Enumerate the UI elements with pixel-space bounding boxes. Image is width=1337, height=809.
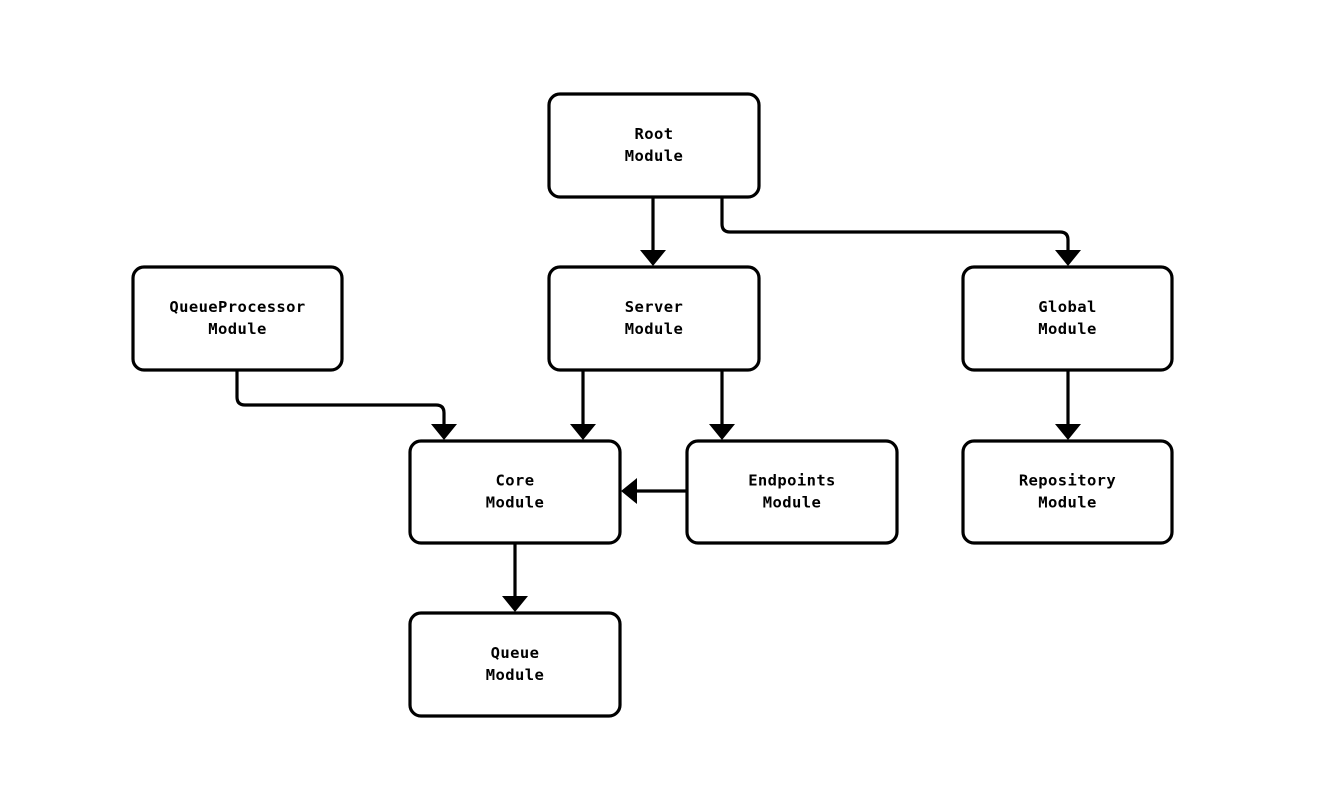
edge-core-to-queue <box>502 543 528 612</box>
node-box[interactable] <box>685 439 899 545</box>
node-box[interactable] <box>131 265 344 372</box>
arrow-head-icon <box>502 596 528 612</box>
edge-endpoints-to-core <box>621 478 687 504</box>
nodes-layer: RootModuleQueueProcessorModuleServerModu… <box>131 92 1174 718</box>
arrow-head-icon <box>431 424 457 440</box>
arrow-head-icon <box>1055 250 1081 266</box>
node-label-line2: Module <box>625 147 683 165</box>
node-box[interactable] <box>408 611 622 718</box>
edge-server-to-endpoints <box>709 370 735 440</box>
node-label-line2: Module <box>486 666 544 684</box>
node-label-line2: Module <box>1038 320 1096 338</box>
node-box[interactable] <box>961 265 1174 372</box>
edges-layer <box>235 197 1081 612</box>
node-label-line1: Server <box>625 298 683 316</box>
node-box[interactable] <box>961 439 1174 545</box>
arrow-head-icon <box>640 250 666 266</box>
arrow-head-icon <box>621 478 637 504</box>
edge-line <box>235 370 446 426</box>
edge-global-to-repository <box>1055 370 1081 440</box>
node-label-line1: Repository <box>1019 472 1116 490</box>
node-label-line2: Module <box>763 494 821 512</box>
edge-root-to-global <box>720 197 1081 266</box>
arrow-head-icon <box>709 424 735 440</box>
node-label-line1: Queue <box>491 644 540 662</box>
node-box[interactable] <box>547 265 761 372</box>
node-label-line1: Endpoints <box>748 472 836 490</box>
node-label-line1: Global <box>1038 298 1096 316</box>
node-label-line2: Module <box>208 320 266 338</box>
node-label-line1: QueueProcessor <box>169 298 305 316</box>
arrow-head-icon <box>570 424 596 440</box>
edge-queueprocessor-to-core <box>235 370 457 440</box>
edge-root-to-server <box>640 197 666 266</box>
node-label-line1: Root <box>635 125 674 143</box>
node-label-line2: Module <box>486 494 544 512</box>
node-label-line1: Core <box>496 472 535 490</box>
node-label-line2: Module <box>1038 494 1096 512</box>
edge-server-to-core <box>570 370 596 440</box>
node-label-line2: Module <box>625 320 683 338</box>
node-box[interactable] <box>408 439 622 545</box>
edge-line <box>720 197 1070 252</box>
node-box[interactable] <box>547 92 761 199</box>
arrow-head-icon <box>1055 424 1081 440</box>
